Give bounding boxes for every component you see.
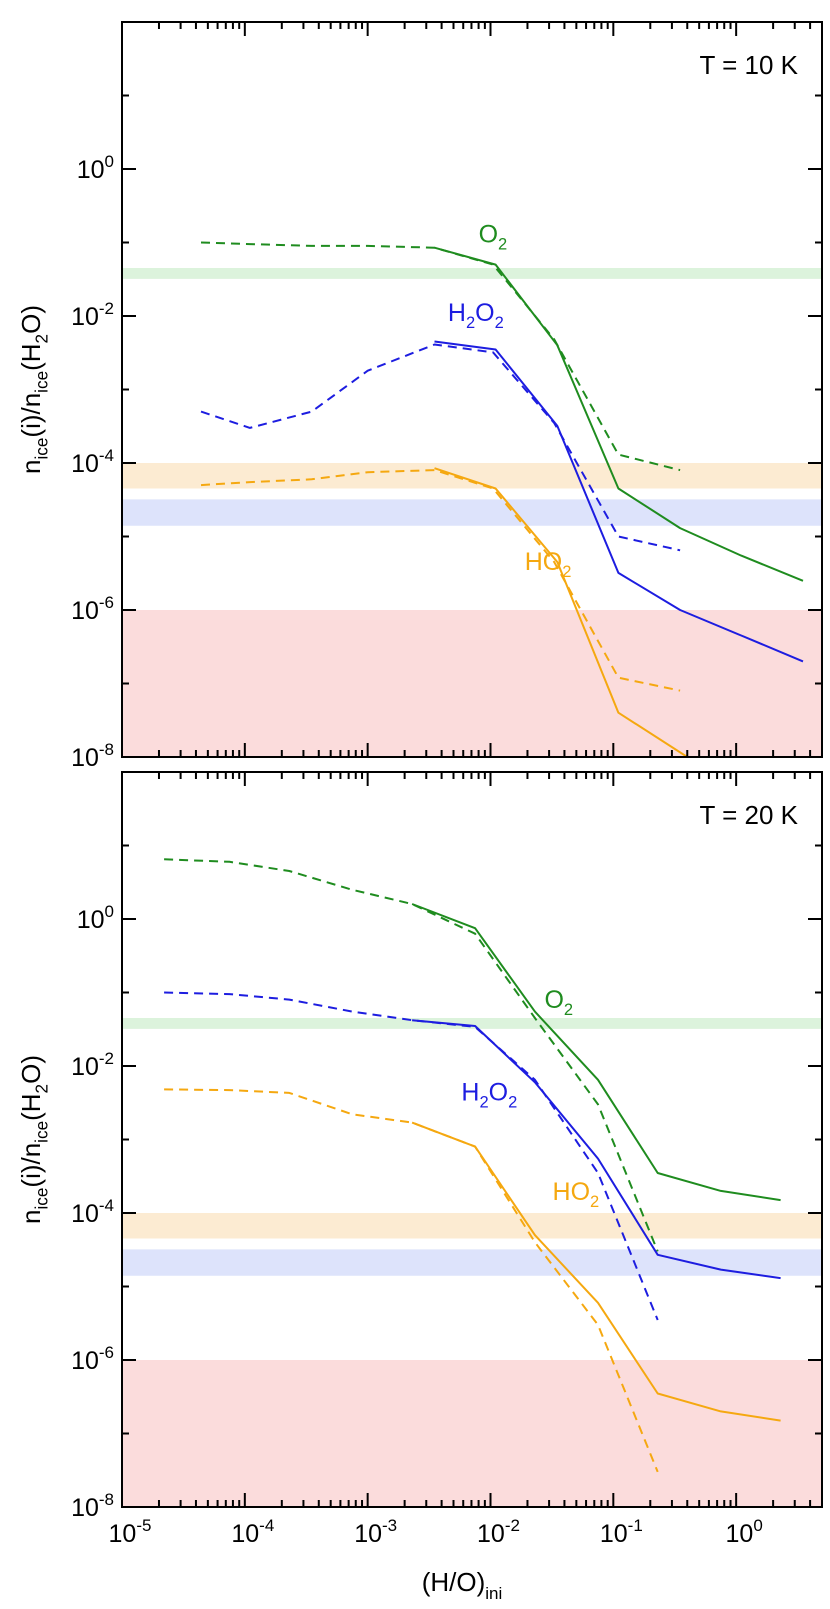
series-line-o2-dashed	[164, 858, 659, 1252]
curve-label: H2O2	[448, 299, 504, 332]
y-axis-label: nice(i)/nice(H2O)	[16, 1055, 51, 1224]
curve-label: O2	[479, 221, 508, 254]
y-tick-label: 10-6	[71, 1343, 114, 1375]
series-line-h2o2-solid	[434, 340, 804, 663]
shaded-band	[122, 1213, 822, 1239]
y-tick-label: 10-4	[71, 1196, 114, 1228]
curve-label: H2O2	[461, 1078, 517, 1111]
y-axis-label: nice(i)/nice(H2O)	[16, 305, 51, 474]
shaded-band	[122, 499, 822, 526]
series-line-o2-solid	[411, 903, 781, 1202]
curve-label: HO2	[553, 1178, 600, 1211]
x-tick-label: 10-3	[354, 1516, 397, 1548]
y-tick-label: 10-2	[71, 1049, 114, 1081]
x-tick-label: 10-1	[600, 1516, 643, 1548]
temperature-annotation: T = 10 K	[699, 50, 798, 80]
series-line-ho2-dashed	[164, 1088, 659, 1473]
y-tick-label: 10-8	[71, 1490, 114, 1522]
series-line-ho2-solid	[434, 467, 688, 757]
shaded-band	[122, 267, 822, 279]
x-tick-label: 100	[726, 1516, 763, 1548]
series-line-h2o2-solid	[412, 1019, 781, 1280]
x-tick-label: 10-4	[231, 1516, 274, 1548]
shaded-band	[122, 463, 822, 489]
y-tick-label: 10-6	[71, 593, 114, 625]
y-tick-label: 100	[77, 902, 114, 934]
x-axis-label: (H/O)ini	[422, 1567, 503, 1603]
series-line-ho2-solid	[411, 1121, 781, 1422]
y-tick-label: 10-8	[71, 740, 114, 772]
y-tick-label: 10-2	[71, 299, 114, 331]
shaded-band	[122, 1360, 822, 1507]
curve-label: HO2	[525, 548, 572, 581]
shaded-band	[122, 1249, 822, 1276]
shaded-band	[122, 610, 822, 757]
x-tick-label: 10-5	[109, 1516, 152, 1548]
series-line-h2o2-dashed	[164, 991, 659, 1321]
y-tick-label: 100	[77, 152, 114, 184]
curve-label: O2	[544, 986, 573, 1019]
shaded-band	[122, 1017, 822, 1029]
temperature-annotation: T = 20 K	[699, 800, 798, 830]
series-line-h2o2-dashed	[200, 343, 681, 552]
y-tick-label: 10-4	[71, 446, 114, 478]
x-tick-label: 10-2	[477, 1516, 520, 1548]
series-line-o2-solid	[434, 246, 804, 582]
